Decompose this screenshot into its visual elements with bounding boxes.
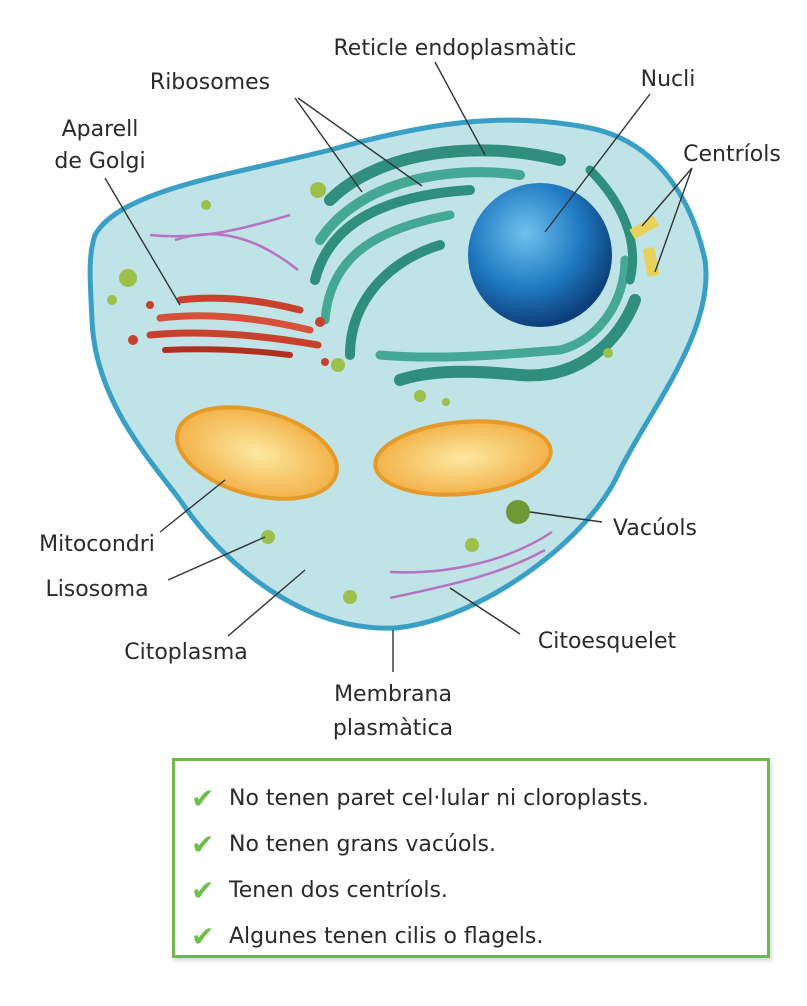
label-centriols: Centríols xyxy=(683,142,781,167)
check-mark-icon: ✔ xyxy=(191,827,215,861)
summary-item: ✔No tenen paret cel·lular ni cloroplasts… xyxy=(191,781,649,815)
centriole xyxy=(642,247,660,277)
label-membrana: Membrana xyxy=(334,682,452,707)
golgi-apparatus xyxy=(128,294,329,366)
check-mark-icon: ✔ xyxy=(191,781,215,815)
animal-cell-diagram: Reticle endoplasmàtic Ribosomes Nucli Ce… xyxy=(39,36,781,741)
summary-item: ✔Algunes tenen cilis o flagels. xyxy=(191,919,544,953)
vesicles xyxy=(107,182,613,604)
summary-item: ✔No tenen grans vacúols. xyxy=(191,827,496,861)
label-nucli: Nucli xyxy=(641,67,696,92)
label-citoplasma: Citoplasma xyxy=(124,640,248,665)
label-lisosoma: Lisosoma xyxy=(45,577,148,602)
label-mitocondri: Mitocondri xyxy=(39,532,155,557)
label-reticle: Reticle endoplasmàtic xyxy=(334,36,577,61)
label-membrana-2: plasmàtica xyxy=(333,716,453,741)
check-mark-icon: ✔ xyxy=(191,873,215,907)
mitochondrion xyxy=(175,405,339,501)
check-mark-icon: ✔ xyxy=(191,919,215,953)
centriole xyxy=(629,215,660,240)
summary-item: ✔Tenen dos centríols. xyxy=(191,873,448,907)
endoplasmic-reticulum xyxy=(310,144,641,386)
label-citoesquelet: Citoesquelet xyxy=(538,629,677,654)
summary-box: ✔No tenen paret cel·lular ni cloroplasts… xyxy=(172,758,770,958)
leader-lines xyxy=(104,61,693,672)
nucleus xyxy=(468,183,612,327)
label-golgi: Aparell xyxy=(62,117,139,142)
label-vacuols: Vacúols xyxy=(613,516,697,541)
cytoskeleton xyxy=(149,213,553,600)
label-ribosomes: Ribosomes xyxy=(150,70,270,95)
label-golgi-2: de Golgi xyxy=(54,149,145,174)
mitochondrion xyxy=(373,419,553,497)
